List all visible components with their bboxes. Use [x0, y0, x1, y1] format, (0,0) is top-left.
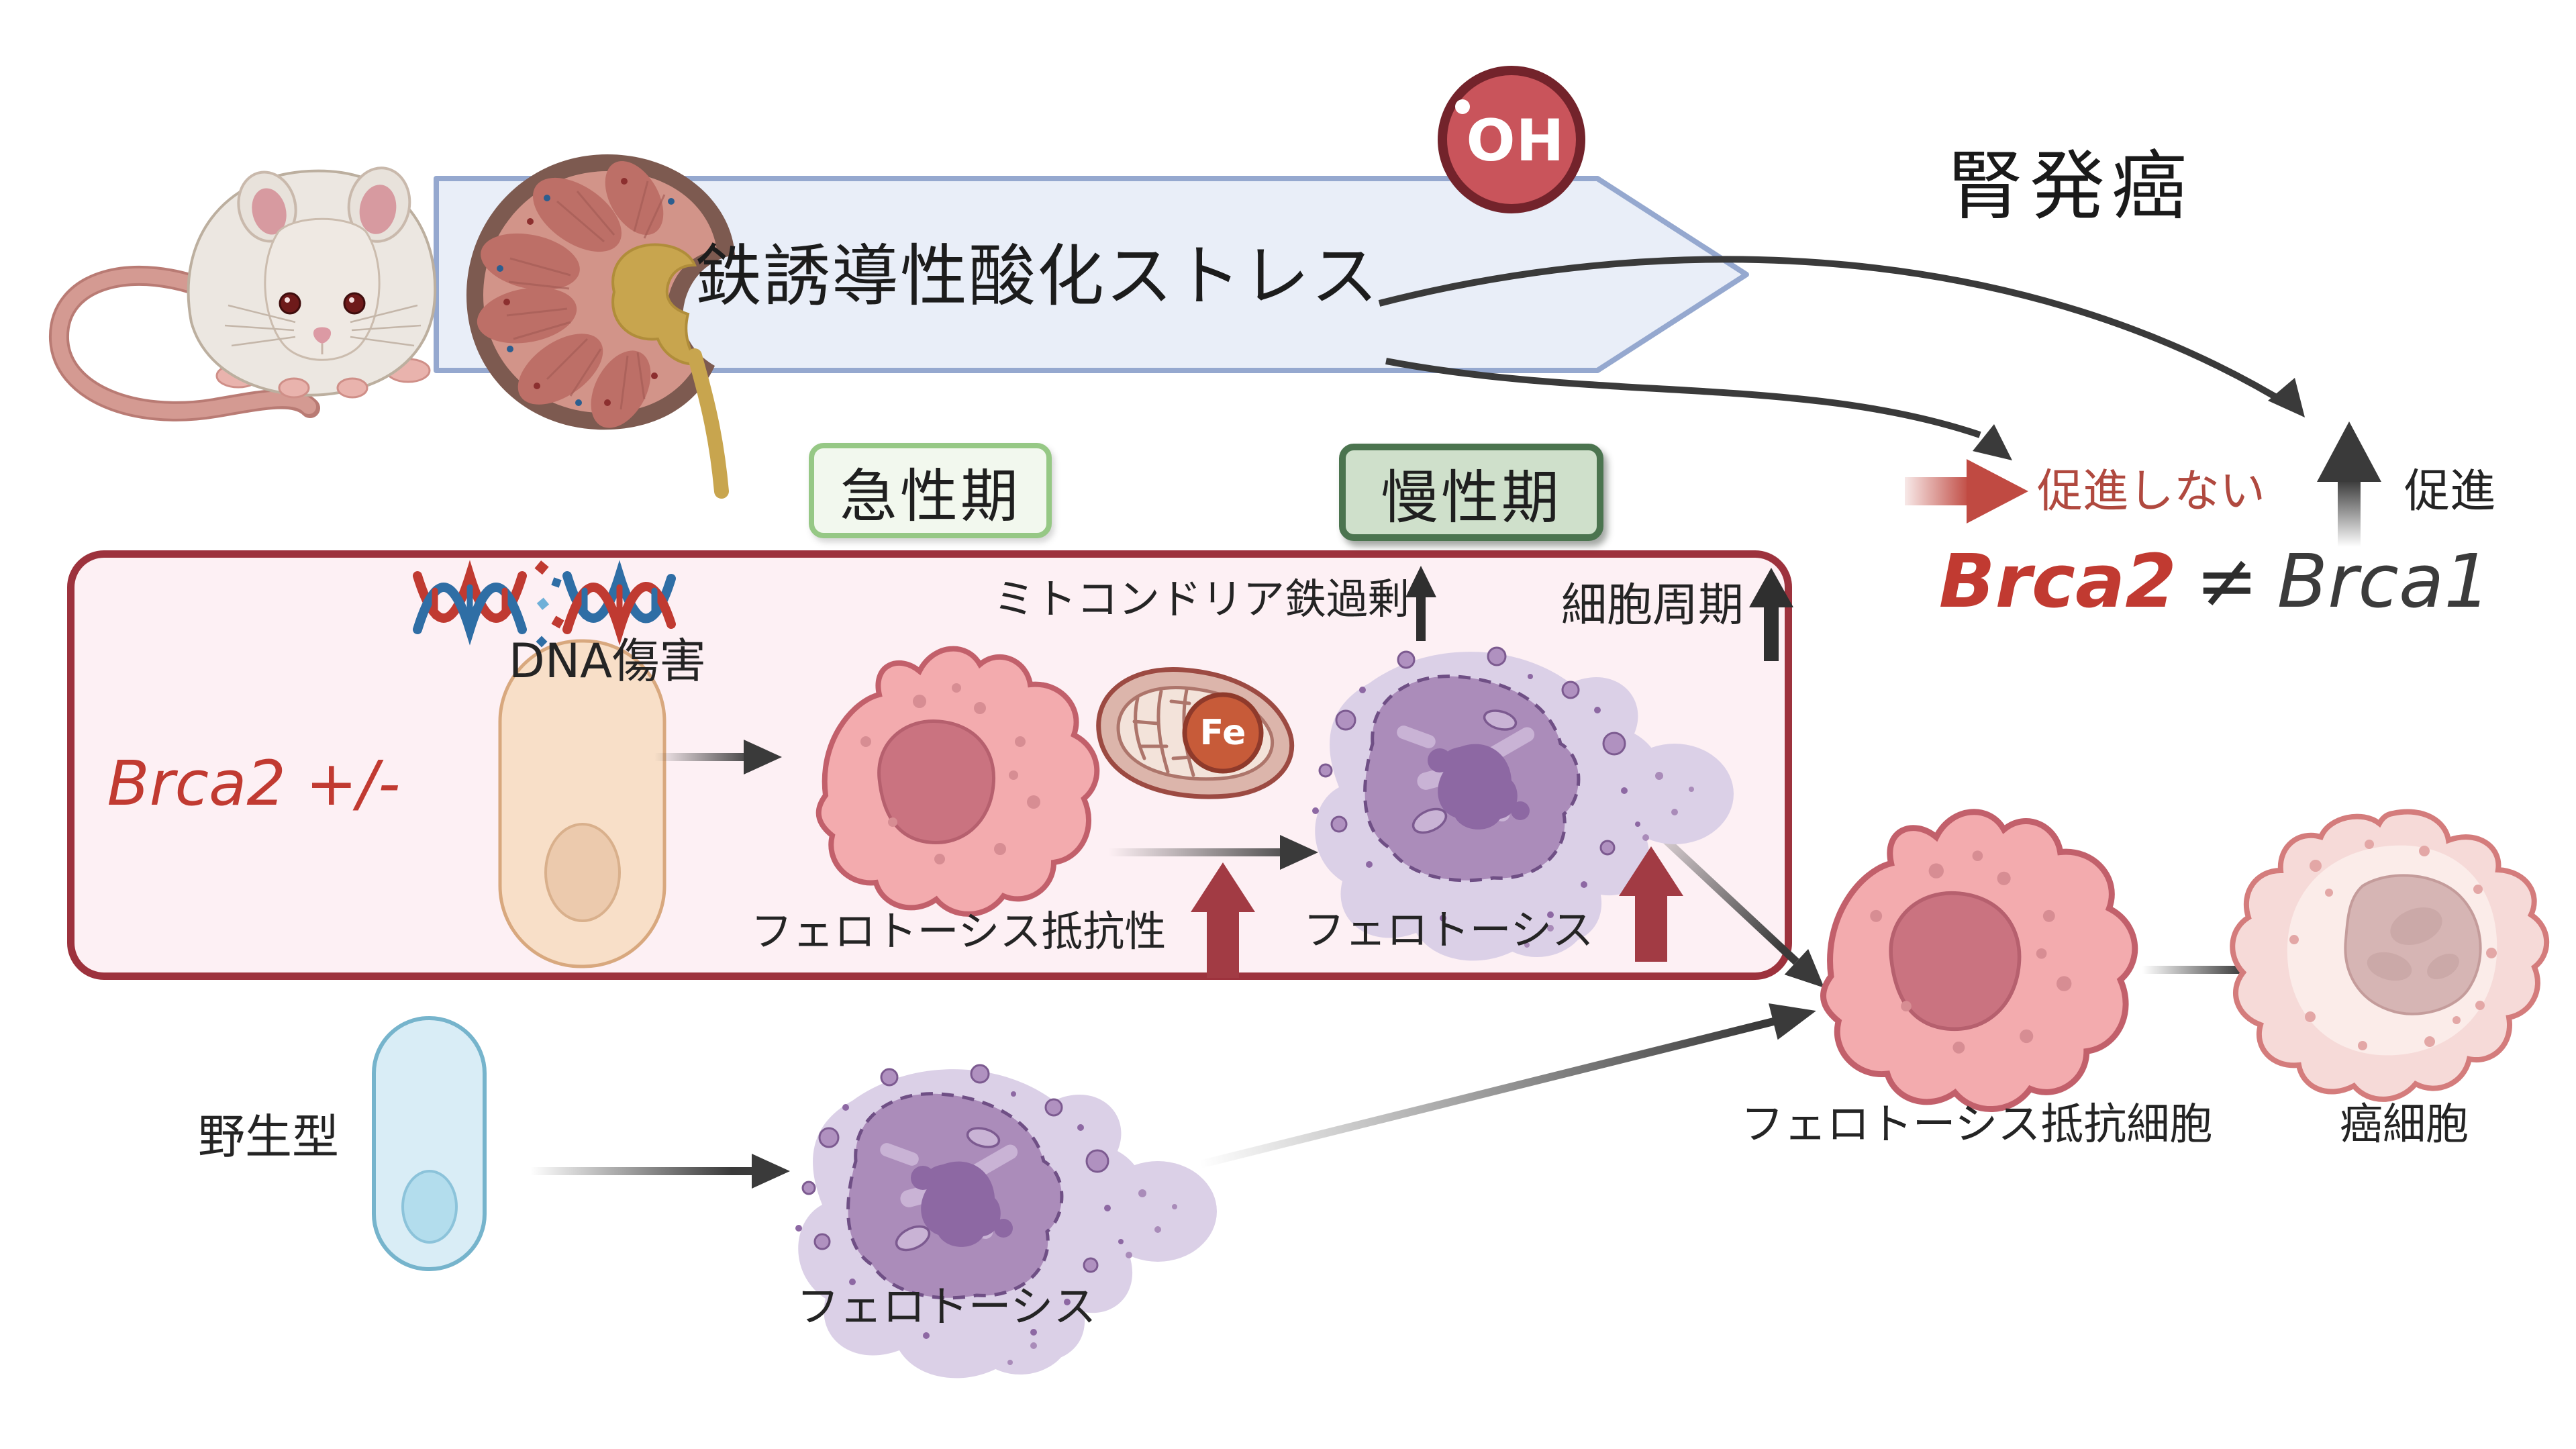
kidney-icon [466, 154, 735, 499]
ferroptosis-resistant-cell [1824, 812, 2135, 1109]
black-up-arrow-promote [2317, 421, 2381, 547]
red-up-arrow-ferroptosis-resistance [1191, 862, 1255, 978]
arrow-wt-to-resistant-cell [1199, 1003, 1816, 1168]
ferroptosis-label-box: フェロトーシス [1303, 905, 1594, 954]
radical-dot-icon [1455, 99, 1470, 114]
curved-arrow-to-promote [1378, 256, 2296, 411]
iron-fe-label: Fe [1199, 713, 1246, 753]
arrow-box-to-resistant-cell [1631, 807, 1825, 988]
hydroxyl-radical-badge [1438, 66, 1585, 213]
dna-damage-icon [413, 560, 676, 663]
red-gradient-arrow [1905, 459, 2028, 523]
acute-phase-box: 急性期 [809, 443, 1052, 538]
mouse-icon [48, 166, 437, 421]
curved-arrowhead-not-promote [1973, 424, 2012, 460]
tubule-cell-wildtype [372, 1016, 487, 1271]
curved-arrowhead-promote [2268, 378, 2305, 417]
cell-cycle-label: 細胞周期 [1561, 579, 1744, 632]
not-promote-label: 促進しない [2036, 465, 2266, 518]
oh-badge-label: OH [1466, 107, 1565, 174]
cancer-cell-label: 癌細胞 [2340, 1100, 2469, 1150]
arrow-acute-to-chronic-cell [1109, 835, 1318, 870]
banner-arrow-shape [434, 176, 1749, 373]
acute-injured-cell [819, 649, 1097, 914]
not-equal-sign: ≠ [2195, 538, 2259, 625]
promote-label: 促進 [2404, 465, 2496, 518]
cancer-cell [2230, 809, 2550, 1102]
arrow-wt-capsule-to-cell [530, 1154, 790, 1189]
tubule-cell-brca2 [498, 639, 666, 968]
chronic-phase-box: 慢性期 [1339, 444, 1603, 541]
brca1-gene-label: Brca1 [2277, 538, 2491, 624]
chronic-phase-label: 慢性期 [1381, 464, 1562, 532]
curved-arrow-to-not-promote [1385, 358, 1981, 438]
brca2-genotype-label: Brca2 +/- [107, 748, 401, 819]
up-arrow-cell-cycle [1749, 568, 1793, 661]
acute-phase-label: 急性期 [840, 462, 1021, 530]
resistant-cell-label: フェロトーシス抵抗細胞 [1740, 1100, 2213, 1150]
brca-comparison: Brca2 ≠ Brca1 [1939, 544, 2491, 619]
ferroptosis-label-wildtype: フェロトーシス [796, 1283, 1097, 1332]
banner-label: 鉄誘導性酸化ストレス [695, 237, 1379, 315]
brca2-gene-label: Brca2 [1938, 538, 2177, 624]
up-arrow-mito-overload [1405, 566, 1436, 641]
renal-carcinogenesis-title: 腎発癌 [1948, 143, 2193, 230]
wildtype-genotype-label: 野生型 [198, 1109, 339, 1164]
red-up-arrow-ferroptosis [1619, 846, 1683, 962]
mito-iron-overload-label: ミトコンドリア鉄過剰 [993, 574, 1410, 623]
mitochondria-icon [1096, 666, 1295, 799]
arrow-capsule-to-acute-cell [654, 740, 782, 775]
dna-damage-label: DNA傷害 [508, 634, 707, 689]
ferroptosis-resistance-label: フェロトーシス抵抗性 [750, 907, 1167, 956]
